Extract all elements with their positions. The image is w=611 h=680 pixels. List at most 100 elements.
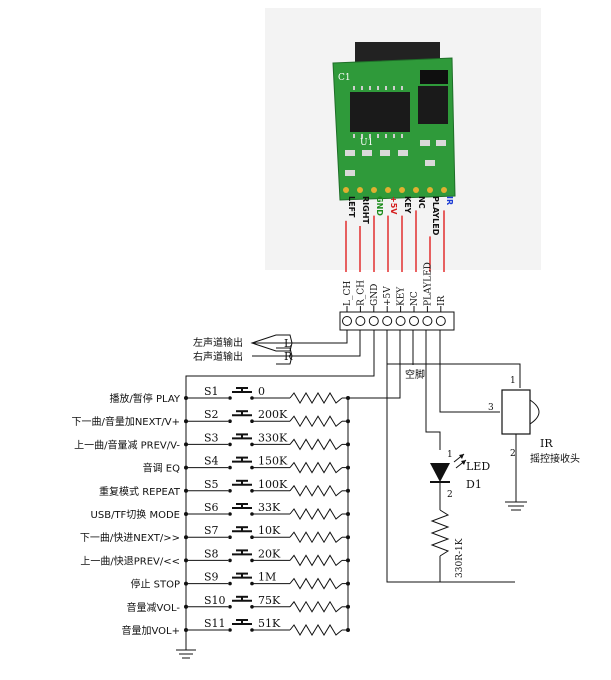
button-function-label: 上一曲/快退PREV/<< [80,555,180,567]
board-pin-label: IR [445,196,454,205]
ir-body [501,389,531,435]
switch-contact [228,512,232,516]
silk-c1: C1 [338,73,351,83]
switch-contact [228,605,232,609]
board-pin-label: PLAYLED [431,196,440,236]
button-function-label: 音调 EQ [143,462,180,475]
resistor-value: 33K [258,501,281,514]
silk-u1: U1 [360,138,373,148]
switch-ref: S3 [204,431,219,444]
resistor-value: 200K [258,408,288,421]
ir-pin2: 2 [510,449,516,459]
led-pin2: 2 [447,490,453,500]
ground-symbol-left [176,649,196,659]
button-row: 上一曲/音量减 PREV/V- S3 330K [74,431,350,451]
switch-ref: S1 [204,385,219,398]
connector-pin-label: PLAYLED [423,262,433,306]
resistor [289,624,343,636]
switch-ref: S7 [204,524,219,537]
resistor-value: 330K [258,431,288,444]
board-pin-label: LEFT [347,196,356,218]
board-pin-label: GND [375,196,384,216]
connector-pin-label: +5V [383,286,393,306]
resistor-value: 1M [258,571,276,584]
board-pin-label: +5V [389,196,398,215]
button-function-label: 下一曲/快进NEXT/>> [80,532,180,544]
resistor-value: 20K [258,547,281,560]
button-row: 上一曲/快退PREV/<< S8 20K [80,547,350,567]
button-function-label: 音量减VOL- [126,601,180,614]
ir-pin3: 3 [488,403,494,413]
switch-contact [228,558,232,563]
connector-pin-label: L_CH [343,281,353,306]
ir-lens [529,399,540,425]
switch-contact [228,489,232,493]
resistor [289,600,343,613]
switch-contact [228,465,232,470]
main-chip [350,92,410,132]
resistor [289,461,343,474]
nc-label: 空脚 [405,368,425,381]
led-ref: D1 [466,478,482,491]
switch-ref: S8 [204,547,219,560]
button-function-label: 下一曲/音量加NEXT/V+ [71,415,180,428]
led-diode [430,463,450,482]
board-pin-label: NC [417,196,426,209]
connector-pin-label: NC [410,291,420,306]
switch-ref: S10 [204,594,226,607]
button-function-label: 停止 STOP [130,578,180,591]
connector-terminal [355,316,366,326]
right-channel-label: 右声道输出 [193,350,243,363]
button-row: 播放/暂停 PLAY S1 0 [109,385,350,405]
connector-wires: 空脚 [185,330,521,650]
resistor-value: 51K [258,617,281,630]
connector-terminal [435,316,446,326]
connector-terminals [339,306,455,331]
connector-pin-label: IR [437,295,447,306]
resistor [289,554,343,567]
board-wires [345,210,445,272]
button-function-label: USB/TF切换 MODE [91,508,180,521]
switch-ref: S5 [204,478,219,491]
resistor-value: 0 [258,385,265,398]
resistor [289,438,343,451]
right-letter: R [284,350,293,363]
button-function-label: 播放/暂停 PLAY [109,392,180,405]
audio-output: 左声道输出 右声道输出 L R [193,330,361,365]
connector-terminal [395,316,406,326]
switch-contact [228,628,232,632]
resistor [289,508,343,520]
switch-ref: S4 [204,455,219,468]
switch-contact [228,396,232,400]
button-row: 音调 EQ S4 150K [143,455,350,475]
connector-pin-label: GND [370,284,380,306]
ir-desc: 摇控接收头 [530,452,580,465]
ir-pin1: 1 [510,376,516,386]
button-row: 下一曲/快进NEXT/>> S7 10K [80,524,350,544]
resistor [289,392,343,404]
button-function-label: 重复模式 REPEAT [99,485,181,498]
resistor-value: 150K [258,455,288,468]
led-resistor-value: 330R-1K [455,538,465,578]
resistor [289,484,343,497]
switch-contact [228,442,232,447]
resistor [289,415,343,428]
switch-contact [228,535,232,539]
resistor [289,577,343,590]
led-resistor [430,509,450,557]
connector-terminal [342,316,352,326]
button-function-label: 音量加VOL+ [122,624,181,637]
switch-contact [228,419,232,424]
connector-terminal [422,316,433,326]
resistor-value: 10K [258,524,281,537]
connector-terminal [409,316,419,326]
button-function-label: 上一曲/音量减 PREV/V- [74,438,180,451]
